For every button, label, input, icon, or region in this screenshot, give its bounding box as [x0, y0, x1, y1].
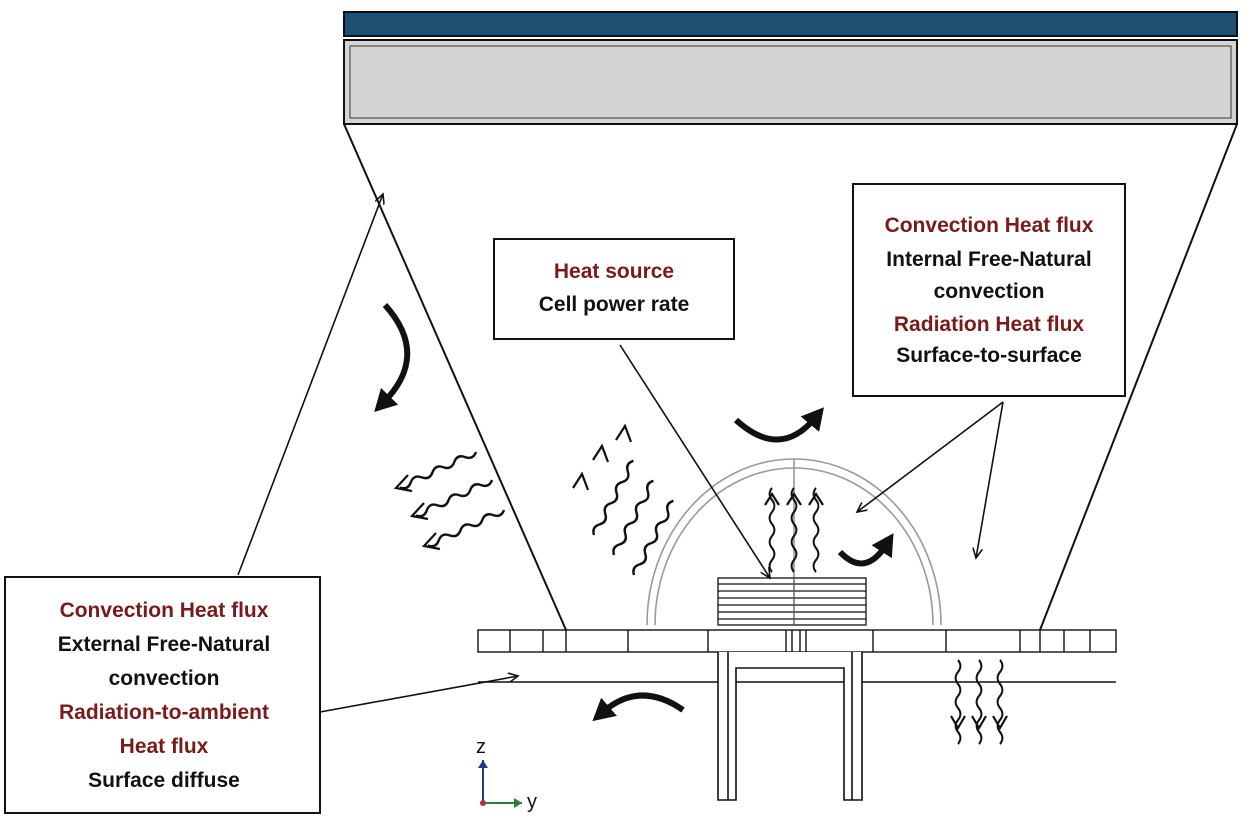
cell-stack	[717, 577, 867, 626]
heat-source-line1: Cell power rate	[539, 293, 690, 316]
enclosure-left-wall	[343, 123, 567, 631]
internal-line2: convection	[934, 280, 1045, 303]
top-cover-bar	[343, 11, 1238, 37]
internal-line1: Internal Free-Natural	[886, 248, 1091, 271]
base-plate	[477, 629, 1117, 653]
external-line1: External Free-Natural	[58, 633, 270, 656]
radiation-arrows-internal	[572, 423, 678, 578]
external-title3: Heat flux	[120, 735, 209, 758]
heat-source-title: Heat source	[554, 260, 674, 283]
leader-lines	[237, 194, 1004, 713]
internal-title2: Radiation Heat flux	[894, 313, 1085, 336]
internal-title1: Convection Heat flux	[885, 214, 1094, 237]
external-line2: convection	[109, 667, 220, 690]
external-callout: Convection Heat flux External Free-Natur…	[4, 576, 321, 814]
axis-y-label: y	[527, 791, 537, 813]
radiation-arrows-external-wall	[393, 448, 507, 551]
external-title2: Radiation-to-ambient	[59, 701, 269, 724]
internal-callout: Convection Heat flux Internal Free-Natur…	[852, 183, 1126, 397]
axis-triad: z y	[476, 736, 537, 813]
top-cover-panel	[343, 39, 1238, 125]
heat-source-callout: Heat source Cell power rate	[493, 238, 735, 340]
support-stand	[717, 652, 863, 801]
axis-z-label: z	[476, 736, 486, 758]
external-line3: Surface diffuse	[88, 769, 240, 792]
convection-arrows	[374, 302, 894, 722]
internal-line3: Surface-to-surface	[896, 344, 1082, 367]
enclosure-right-wall	[1039, 123, 1238, 631]
external-title1: Convection Heat flux	[60, 599, 269, 622]
radiation-arrows-cell	[764, 486, 824, 574]
radiation-arrows-base	[950, 658, 1008, 746]
